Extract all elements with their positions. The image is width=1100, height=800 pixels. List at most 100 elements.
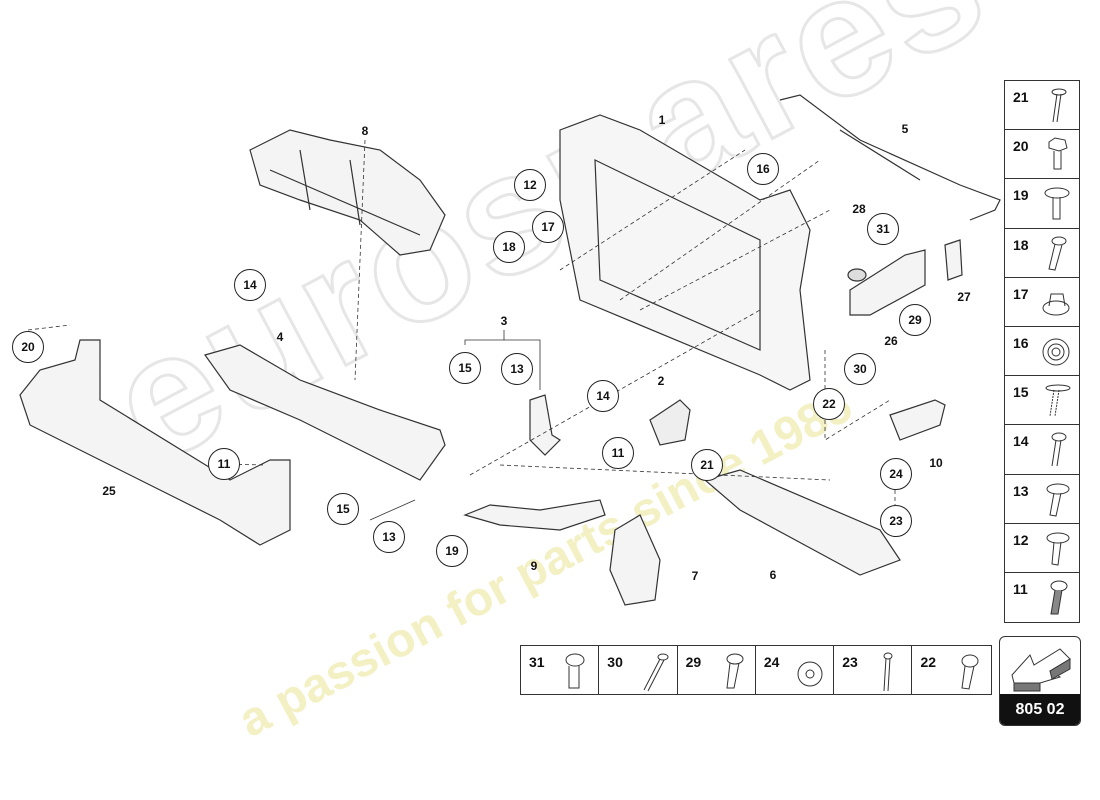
callout-15: 15	[327, 493, 359, 525]
callout-11: 11	[208, 448, 240, 480]
washer-icon	[797, 661, 823, 687]
callout-30: 30	[844, 353, 876, 385]
legend-item[interactable]: 15	[1005, 376, 1079, 426]
part-28-grommet	[847, 268, 867, 282]
legend-number: 24	[763, 654, 780, 670]
bolt-icon	[1051, 88, 1067, 123]
callout-22: 22	[813, 388, 845, 420]
screw-icon	[726, 653, 744, 689]
legend-item[interactable]: 18	[1005, 229, 1079, 278]
callout-20: 20	[12, 331, 44, 363]
diagram-reference-box: 805 02	[999, 636, 1081, 726]
diagram-code: 805 02	[1000, 694, 1080, 725]
legend-number: 18	[1013, 236, 1029, 253]
part-25-bumper-beam	[19, 339, 291, 546]
pin-screw-icon	[1051, 432, 1067, 467]
legend-number: 16	[1013, 334, 1029, 351]
legend-number: 13	[1013, 482, 1029, 499]
grommet-icon	[1042, 338, 1070, 366]
legend-item[interactable]: 23	[834, 646, 913, 694]
legend-item[interactable]: 13	[1005, 475, 1079, 524]
label-3: 3	[500, 314, 508, 328]
collar-bolt-icon	[565, 653, 585, 689]
legend-item[interactable]: 20	[1005, 130, 1079, 180]
tapping-screw-icon	[1045, 384, 1071, 417]
label-5: 5	[901, 122, 909, 136]
legend-number: 15	[1013, 384, 1029, 401]
legend-number: 21	[1013, 89, 1029, 105]
screw-icon	[1048, 236, 1067, 271]
legend-item[interactable]: 22	[912, 646, 990, 694]
legend-number: 19	[1013, 187, 1029, 204]
label-1: 1	[658, 113, 666, 127]
clip-nut-icon	[1042, 293, 1070, 316]
legend-number: 17	[1013, 285, 1029, 302]
legend-number: 12	[1013, 531, 1029, 548]
legend-item[interactable]: 30	[599, 646, 678, 694]
label-10: 10	[929, 456, 943, 470]
fastener-legend-bottom: 31 30 29 24 23 22	[520, 645, 992, 695]
legend-item[interactable]: 19	[1005, 179, 1079, 229]
label-8: 8	[361, 124, 369, 138]
legend-number: 23	[842, 654, 858, 670]
part-26-crash-box	[849, 249, 926, 316]
callout-21: 21	[691, 449, 723, 481]
legend-item[interactable]: 29	[678, 646, 756, 694]
callout-23: 23	[880, 505, 912, 537]
part-6-undertray	[703, 469, 901, 576]
flange-screw-icon	[1044, 187, 1070, 220]
legend-number: 11	[1013, 580, 1028, 597]
callout-11: 11	[602, 437, 634, 469]
part-5-rod	[779, 94, 1001, 221]
legend-item[interactable]: 16	[1005, 327, 1079, 377]
callout-15: 15	[449, 352, 481, 384]
direction-arrow-icon	[1011, 648, 1071, 692]
callout-14: 14	[234, 269, 266, 301]
callout-31: 31	[867, 213, 899, 245]
part-4-carrier	[204, 344, 446, 481]
legend-number: 14	[1013, 433, 1029, 450]
hex-bolt-icon	[1048, 137, 1068, 170]
part-1-front-frame	[559, 114, 811, 391]
long-bolt-icon	[643, 653, 669, 692]
label-26: 26	[884, 334, 898, 348]
callout-14: 14	[587, 380, 619, 412]
fastener-legend-side: 21 20 19 18 17 16 15 14 13 12 11	[1004, 80, 1080, 624]
legend-number: 31	[529, 654, 545, 670]
collar-screw-icon	[961, 654, 979, 690]
callout-13: 13	[501, 353, 533, 385]
label-28: 28	[852, 202, 866, 216]
callout-24: 24	[880, 458, 912, 490]
legend-item[interactable]: 24	[756, 646, 835, 694]
label-25: 25	[102, 484, 116, 498]
legend-item[interactable]: 17	[1005, 278, 1079, 327]
legend-item[interactable]: 14	[1005, 425, 1079, 475]
callout-29: 29	[899, 304, 931, 336]
callout-17: 17	[532, 211, 564, 243]
part-9-strut	[463, 499, 606, 531]
part-10-bracket	[889, 399, 946, 441]
legend-number: 29	[685, 654, 702, 670]
legend-item[interactable]: 21	[1005, 81, 1079, 131]
label-27: 27	[957, 290, 971, 304]
callout-12: 12	[514, 169, 546, 201]
legend-number: 22	[920, 654, 937, 670]
part-8-air-guide	[249, 129, 446, 256]
legend-item[interactable]: 11	[1005, 573, 1079, 622]
callout-19: 19	[436, 535, 468, 567]
pin-bolt-icon	[883, 652, 893, 692]
part-2-bracket	[649, 399, 691, 446]
label-4: 4	[276, 330, 284, 344]
legend-number: 20	[1013, 138, 1029, 155]
tapping-screw-icon	[1050, 580, 1068, 615]
part-3-bracket	[529, 394, 561, 456]
legend-item[interactable]: 31	[521, 646, 600, 694]
flange-screw-icon	[1046, 483, 1070, 517]
callout-16: 16	[747, 153, 779, 185]
callout-18: 18	[493, 231, 525, 263]
legend-item[interactable]: 12	[1005, 524, 1079, 573]
legend-number: 30	[607, 654, 623, 670]
label-6: 6	[769, 568, 777, 582]
flange-screw-icon	[1046, 532, 1070, 566]
